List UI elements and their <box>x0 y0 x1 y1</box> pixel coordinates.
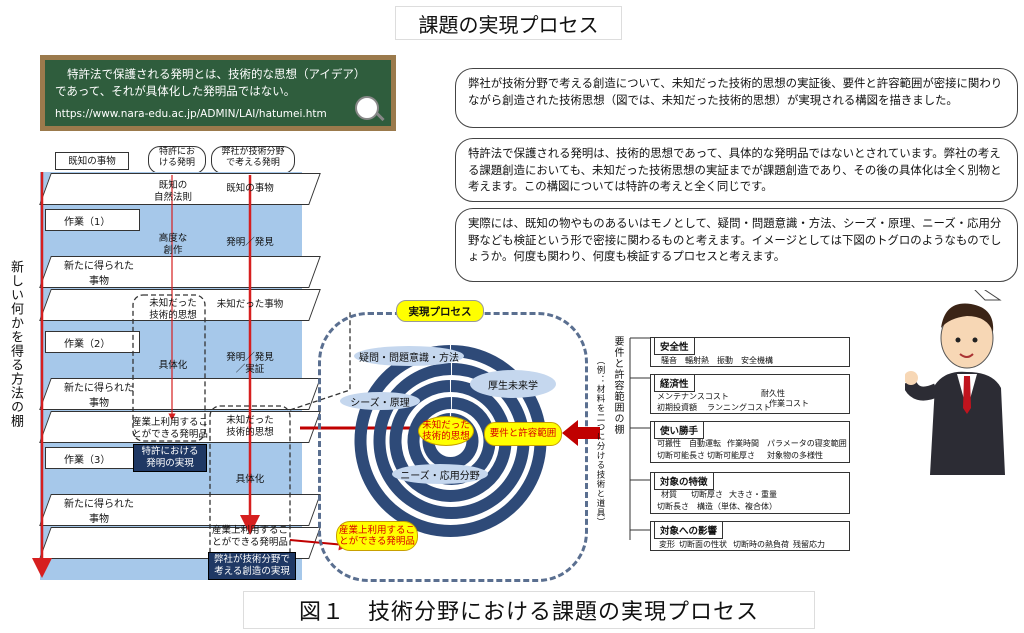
category-item: 切断可能厚さ <box>707 451 755 460</box>
category-economy: 経済性 メンテナンスコスト 耐久性 作業コスト 初期投資額 ランニングコスト <box>650 374 850 414</box>
category-item: 材質 <box>661 490 677 499</box>
shelf-band-work-2: 作業（2） <box>45 331 140 353</box>
speech-bubble-3: 実際には、既知の物やものあるいはモノとして、疑問・問題意識・方法、シーズ・原理、… <box>455 208 1018 282</box>
shelf-band-work-3: 作業（3） <box>45 447 140 469</box>
requirements-label: 要件と許容範囲の棚 <box>612 336 623 435</box>
spiral-product-node: 産業上利用するこ とができる発明品 <box>336 521 418 551</box>
category-item: 可搬性 <box>657 439 681 448</box>
blackboard-line-2: であって、それが具体化した発明品ではない。 <box>55 83 296 98</box>
category-usability: 使い勝手 可搬性 自動運転 作業時間 パラメータの寝変範囲 切断可能長さ 切断可… <box>650 421 850 463</box>
spiral-requirements-node: 要件と許容範囲 <box>484 422 562 446</box>
spiral-oval-needs: ニーズ・応用分野 <box>392 464 488 484</box>
known-header: 既知の事物 <box>55 152 129 170</box>
blackboard-url[interactable]: https://www.nara-edu.ac.jp/ADMIN/LAI/hat… <box>55 108 327 121</box>
category-item: 作業コスト <box>769 399 809 408</box>
category-item: 大きさ・重量 <box>729 490 777 499</box>
speech-bubble-1: 弊社が技術分野で考える創造について、未知だった技術的思想の実証後、要件と許容範囲… <box>455 68 1018 128</box>
category-heading: 対象の特徴 <box>654 472 714 490</box>
category-item: 初期投資額 <box>657 403 697 412</box>
spiral-label: 実現プロセス <box>396 300 484 322</box>
spiral-oval-welfare: 厚生未来学 <box>470 370 556 398</box>
businessman-icon <box>905 290 1005 475</box>
shelf-side-label: 新しい何かを得る方法の棚 <box>8 260 23 428</box>
category-item: 輻射熱 <box>685 356 709 365</box>
company-step-3: 未知だった事物 <box>216 299 284 310</box>
category-item: 残留応力 <box>793 540 825 549</box>
patent-step-1: 既知の 自然法則 <box>153 180 192 203</box>
blackboard-note: 特許法で保護される発明とは、技術的な思想（アイデア） であって、それが具体化した… <box>40 55 396 131</box>
company-step-7: 産業上利用するこ とができる発明品 <box>211 525 288 548</box>
category-item: ランニングコスト <box>707 403 771 412</box>
google-magnifier-icon <box>355 96 379 120</box>
speech-bubble-2: 特許法で保護される発明は、技術的思想であって、具体的な発明品ではないとされていま… <box>455 138 1018 202</box>
requirements-example: （例：材料を二つに分ける技術と道具） <box>595 356 605 527</box>
company-step-4: 発明／発見 ／実証 <box>226 352 274 375</box>
blackboard-line-1: 特許法で保護される発明とは、技術的な思想（アイデア） <box>67 67 366 81</box>
patent-step-3: 未知だった 技術的思想 <box>149 298 197 321</box>
patent-step-4: 具体化 <box>158 360 188 371</box>
company-realization-box: 弊社が技術分野で 考える創造の実現 <box>208 552 296 580</box>
category-heading: 対象への影響 <box>654 521 724 539</box>
category-item: 切断長さ <box>657 502 689 511</box>
spiral-graphic <box>354 345 547 537</box>
category-heading: 使い勝手 <box>654 421 705 439</box>
category-item: パラメータの寝変範囲 <box>767 439 847 448</box>
company-step-6: 具体化 <box>235 474 265 485</box>
category-item: 対象物の多様性 <box>767 451 823 460</box>
shelf-band-work-1: 作業（1） <box>45 209 140 231</box>
requirements-bracket <box>629 337 650 540</box>
category-item: 自動運転 <box>689 439 721 448</box>
patent-step-5: 産業上利用するこ とができる発明品 <box>131 417 208 440</box>
patent-realization-box: 特許における 発明の実現 <box>133 444 207 472</box>
category-object-features: 対象の特徴 材質 切断厚さ 大きさ・重量 切断長さ 構造（単体、複合体） <box>650 472 850 514</box>
category-heading: 安全性 <box>654 337 695 355</box>
patent-step-2: 高度な 創作 <box>158 233 188 256</box>
requirements-arrow-icon <box>562 420 600 446</box>
company-step-1: 既知の事物 <box>226 183 274 194</box>
category-item: 作業時間 <box>727 439 759 448</box>
category-item: 騒音 <box>661 356 677 365</box>
category-item: 切断時の熱負荷 <box>733 540 789 549</box>
company-step-2: 発明／発見 <box>226 237 274 248</box>
category-item: メンテナンスコスト <box>657 392 729 401</box>
figure-caption: 図１ 技術分野における課題の実現プロセス <box>243 591 815 629</box>
category-item: 切断厚さ <box>691 490 723 499</box>
category-item: 変形 <box>659 540 675 549</box>
category-item: 構造（単体、複合体） <box>697 502 777 511</box>
spiral-center-node: 未知だった 技術的思想 <box>418 416 474 446</box>
category-safety: 安全性 騒音 輻射熱 振動 安全機構 <box>650 337 850 367</box>
spiral-oval-questions: 疑問・問題意識・方法 <box>354 346 464 366</box>
category-item: 安全機構 <box>741 356 773 365</box>
page-title: 課題の実現プロセス <box>395 6 622 40</box>
category-item: 振動 <box>717 356 733 365</box>
category-item: 耐久性 <box>761 389 785 398</box>
spiral-oval-seeds: シーズ・原理 <box>340 392 420 410</box>
category-heading: 経済性 <box>654 374 695 392</box>
category-object-impact: 対象への影響 変形 切断面の性状 切断時の熱負荷 残留応力 <box>650 521 850 551</box>
company-step-5: 未知だった 技術的思想 <box>226 415 274 438</box>
category-item: 切断面の性状 <box>679 540 727 549</box>
category-item: 切断可能長さ <box>657 451 705 460</box>
